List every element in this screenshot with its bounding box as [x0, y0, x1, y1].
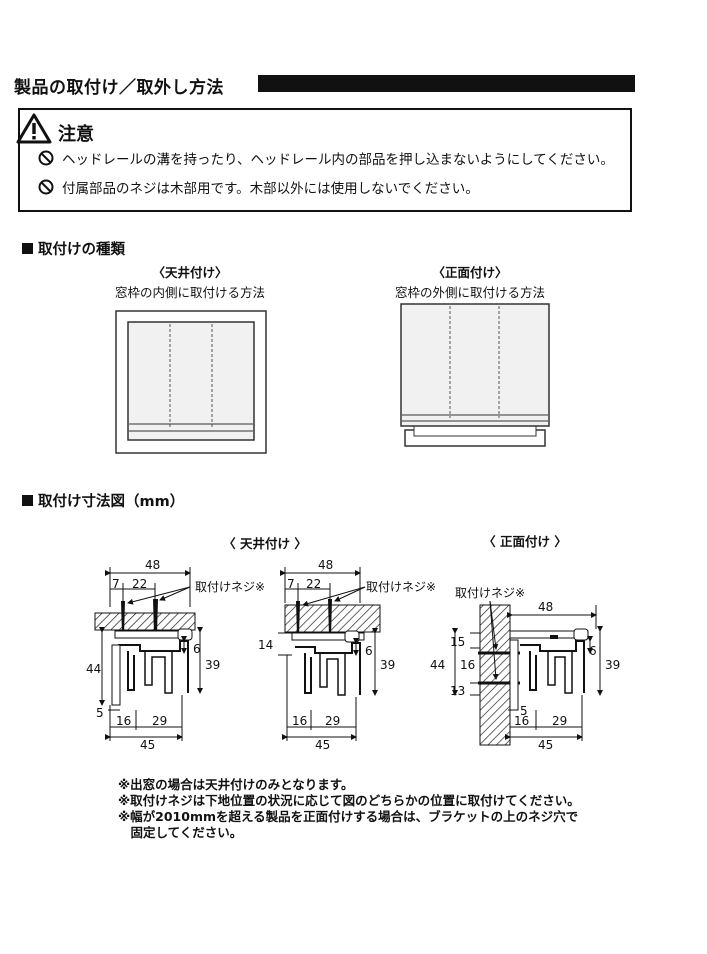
dim-22: 22 — [132, 577, 147, 591]
dim-39: 39 — [380, 658, 395, 672]
note-3: ※幅が2010mmを超える製品を正面付けする場合は、ブラケットの上のネジ穴で — [118, 809, 579, 824]
dim-14: 14 — [258, 638, 273, 652]
section-heading: 取付け寸法図（mm） — [38, 494, 185, 510]
dim-16: 16 — [460, 658, 475, 672]
dim-6: 6 — [589, 644, 597, 658]
dim-48: 48 — [318, 558, 333, 572]
caution-text-1: ヘッドレールの溝を持ったり、ヘッドレール内の部品を押し込まないようにしてください… — [62, 152, 614, 168]
square-bullet-icon — [22, 495, 33, 506]
dim-29: 29 — [152, 714, 167, 728]
caution-box — [18, 108, 632, 212]
dim-6: 6 — [365, 644, 373, 658]
ceiling-dim-label: 〈 天井付け 〉 — [223, 536, 307, 551]
dim-48: 48 — [145, 558, 160, 572]
dim-39: 39 — [205, 658, 220, 672]
front-dim-label: 〈 正面付け 〉 — [483, 534, 567, 549]
dim-16: 16 — [514, 714, 529, 728]
dim-7: 7 — [287, 577, 295, 591]
caution-item: ヘッドレールの溝を持ったり、ヘッドレール内の部品を押し込まないようにしてください… — [38, 148, 614, 168]
dimension-drawings: 48 7 22 取付けネジ※ 44 6 39 5 16 29 45 — [86, 558, 620, 752]
screw-label-1: 取付けネジ※ — [195, 580, 265, 594]
caution-title: 注意 — [58, 124, 94, 145]
caution-item: 付属部品のネジは木部用です。木部以外には使用しないでください。 — [38, 177, 479, 197]
front-mount-desc: 窓枠の外側に取付ける方法 — [394, 285, 545, 300]
warning-icon — [16, 113, 52, 144]
title-bar — [258, 75, 635, 92]
dim-45: 45 — [315, 738, 330, 752]
front-drawing: 取付けネジ※ 48 15 44 16 13 6 39 5 16 29 — [430, 586, 620, 752]
dim-13: 13 — [450, 684, 465, 698]
section-mount-types: 取付けの種類 — [22, 238, 125, 259]
front-mount-label: 〈正面付け〉 — [432, 265, 508, 280]
section-dimensions: 取付け寸法図（mm） — [22, 490, 184, 511]
ceiling-drawing-1: 48 7 22 取付けネジ※ 44 6 39 5 16 29 45 — [86, 558, 265, 752]
screw-label-3: 取付けネジ※ — [455, 586, 525, 600]
dim-16: 16 — [116, 714, 131, 728]
front-mount-illustration — [400, 303, 550, 447]
dim-45: 45 — [140, 738, 155, 752]
dim-16: 16 — [292, 714, 307, 728]
dim-48: 48 — [538, 600, 553, 614]
note-1: ※出窓の場合は天井付けのみとなります。 — [118, 777, 354, 792]
dim-39: 39 — [605, 658, 620, 672]
dim-5: 5 — [96, 706, 104, 720]
prohibited-icon — [38, 179, 54, 195]
note-4: 固定してください。 — [118, 825, 243, 840]
caution-text-2: 付属部品のネジは木部用です。木部以外には使用しないでください。 — [62, 181, 479, 197]
page-title: 製品の取付け／取外し方法 — [14, 78, 224, 98]
square-bullet-icon — [22, 243, 33, 254]
dim-5: 5 — [520, 704, 528, 718]
ceiling-mount-label: 〈天井付け〉 — [152, 265, 228, 280]
note-2: ※取付けネジは下地位置の状況に応じて図のどちらかの位置に取付けてください。 — [118, 793, 580, 808]
prohibited-icon — [38, 150, 54, 166]
dim-29: 29 — [325, 714, 340, 728]
ceiling-mount-illustration — [115, 310, 267, 454]
screw-label-2: 取付けネジ※ — [366, 580, 436, 594]
ceiling-drawing-2: 48 7 22 取付けネジ※ 14 6 39 16 29 45 — [258, 558, 436, 752]
dim-7: 7 — [112, 577, 120, 591]
section-heading: 取付けの種類 — [38, 242, 125, 258]
dim-29: 29 — [552, 714, 567, 728]
dim-15: 15 — [450, 635, 465, 649]
dim-45: 45 — [538, 738, 553, 752]
dim-6: 6 — [193, 642, 201, 656]
ceiling-mount-desc: 窓枠の内側に取付ける方法 — [114, 285, 265, 300]
dim-22: 22 — [306, 577, 321, 591]
dim-44: 44 — [430, 658, 445, 672]
dim-44: 44 — [86, 662, 101, 676]
